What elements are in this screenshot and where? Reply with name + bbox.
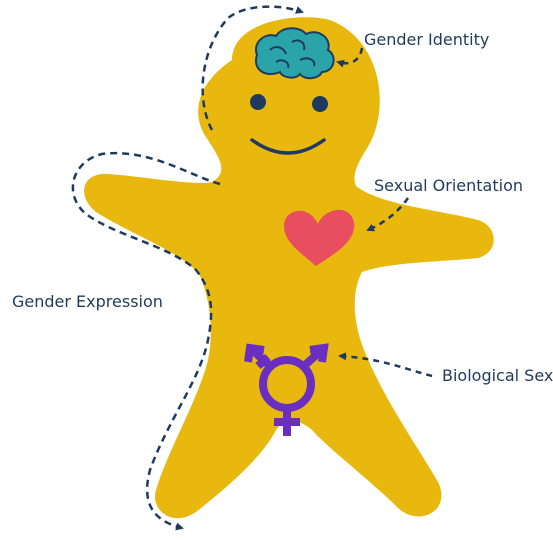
biological-sex-label: Biological Sex — [442, 366, 553, 386]
gender-expression-label: Gender Expression — [12, 292, 163, 312]
left-eye — [250, 94, 266, 110]
gingerbread-body — [84, 17, 494, 518]
right-eye — [312, 96, 328, 112]
gender-identity-label: Gender Identity — [364, 30, 489, 50]
brain-icon — [256, 28, 334, 78]
sexual-orientation-label: Sexual Orientation — [374, 176, 523, 196]
